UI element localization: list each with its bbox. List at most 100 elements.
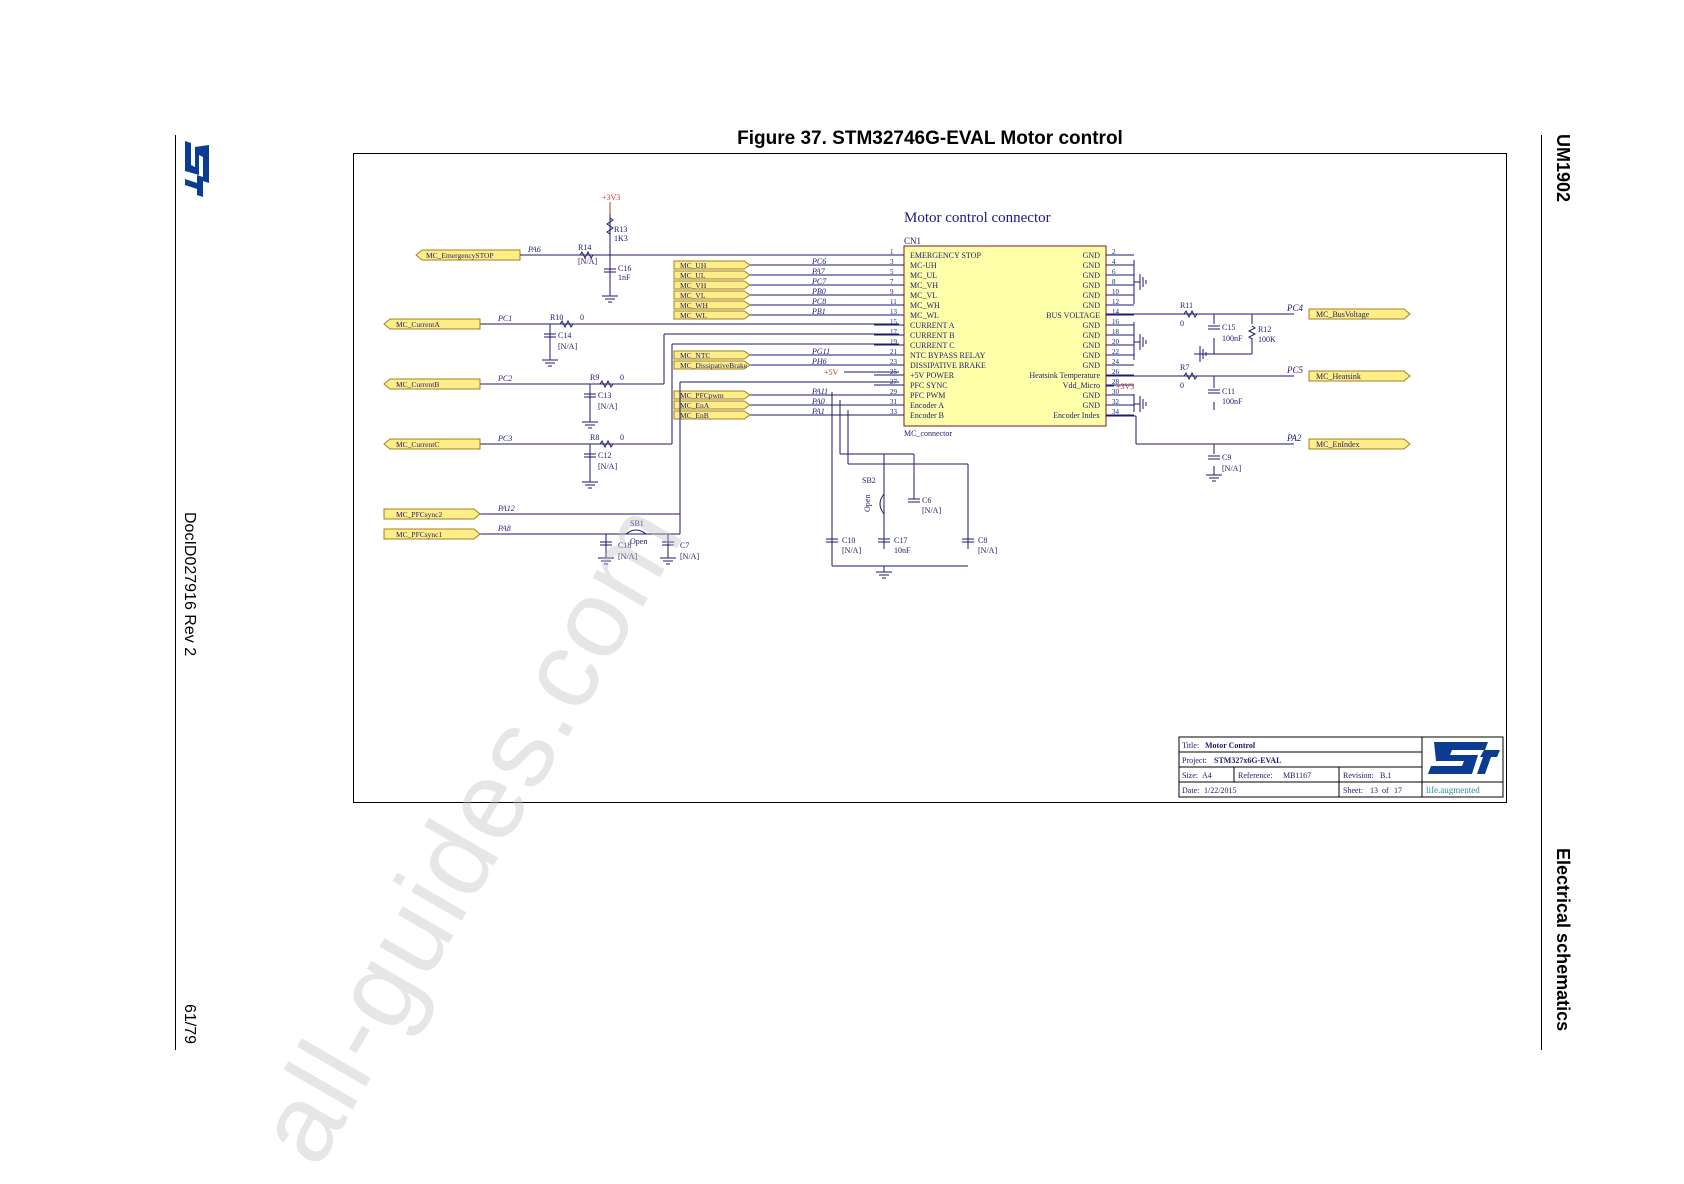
gnd-icon <box>1205 468 1223 482</box>
net-flag <box>383 318 481 330</box>
svg-text:17: 17 <box>1394 786 1402 795</box>
net-flag <box>673 410 751 420</box>
port-label: PB1 <box>811 307 826 316</box>
pin-name: GND <box>1083 271 1101 280</box>
net-flag <box>383 508 481 520</box>
pin-name: GND <box>1083 391 1101 400</box>
svg-text:Title:: Title: <box>1182 741 1199 750</box>
net-flag <box>673 400 751 410</box>
svg-text:MC_BusVoltage: MC_BusVoltage <box>1316 310 1370 319</box>
port-label: PC7 <box>811 277 827 286</box>
pin-number: 5 <box>890 268 894 276</box>
pin-name: GND <box>1083 351 1101 360</box>
right-ports: PC4 PC5 PA2 <box>1286 303 1304 443</box>
pin-number: 23 <box>890 358 898 366</box>
svg-text:1K3: 1K3 <box>614 234 628 243</box>
connector-ref: CN1 <box>904 236 921 246</box>
pin-name: DISSIPATIVE BRAKE <box>910 361 986 370</box>
pin-name: GND <box>1083 361 1101 370</box>
svg-text:1nF: 1nF <box>618 273 631 282</box>
st-titleblock-logo-icon <box>1428 742 1500 774</box>
svg-text:[N/A]: [N/A] <box>578 257 597 266</box>
pin-name: GND <box>1083 341 1101 350</box>
port-label: PA0 <box>811 397 825 406</box>
net-flag <box>673 300 751 310</box>
net-flag <box>383 528 481 540</box>
left-extra-flags: MC_CurrentAPC1MC_CurrentBPC2MC_CurrentCP… <box>383 314 515 540</box>
pin-number: 33 <box>890 408 898 416</box>
svg-text:MB1167: MB1167 <box>1283 771 1311 780</box>
pin-name: MC-UH <box>910 261 937 270</box>
net-flag <box>383 378 481 390</box>
pin-name: GND <box>1083 401 1101 410</box>
svg-text:[N/A]: [N/A] <box>618 552 637 561</box>
st-logo-icon <box>185 141 209 197</box>
pin-name: Encoder A <box>910 401 944 410</box>
svg-text:Date:: Date: <box>1182 786 1199 795</box>
gnd-icon <box>597 551 615 565</box>
pin-name: MC_WL <box>910 311 939 320</box>
vcc-label: +3V3 <box>602 193 620 202</box>
pin-number: 16 <box>1112 318 1120 326</box>
connector-left-pins: EMERGENCY STOP1MC-UH3MC_UL5MC_VH7MC_VL9M… <box>874 248 986 420</box>
svg-text:A4: A4 <box>1202 771 1212 780</box>
svg-text:Project:: Project: <box>1182 756 1207 765</box>
svg-text:0: 0 <box>620 373 624 382</box>
svg-text:C13: C13 <box>598 391 611 400</box>
svg-text:C10: C10 <box>842 536 855 545</box>
svg-text:[N/A]: [N/A] <box>842 546 861 555</box>
svg-text:R13: R13 <box>614 225 627 234</box>
svg-text:0: 0 <box>580 313 584 322</box>
gnd-icon <box>601 289 619 303</box>
connector-footer: MC_connector <box>904 429 952 438</box>
svg-text:Reference:: Reference: <box>1238 771 1273 780</box>
svg-text:B.1: B.1 <box>1380 771 1391 780</box>
net-flag-label: MC_WH <box>680 301 709 310</box>
pin-number: 9 <box>890 288 894 296</box>
net-flag-label: MC_PFCsync2 <box>396 510 443 519</box>
net-flag-label: MC_CurrentB <box>396 380 439 389</box>
svg-text:R12: R12 <box>1258 325 1271 334</box>
svg-text:100nF: 100nF <box>1222 397 1243 406</box>
svg-text:[N/A]: [N/A] <box>922 506 941 515</box>
vcc-5v-label: +5V <box>824 368 839 377</box>
gnd-icon <box>875 565 893 579</box>
net-flag-label: MC_EnA <box>680 401 710 410</box>
page-number: 61/79 <box>181 1004 198 1045</box>
pin-name: BUS VOLTAGE <box>1046 311 1100 320</box>
pin-number: 10 <box>1112 288 1120 296</box>
svg-text:C18: C18 <box>618 541 631 550</box>
net-flag-label: MC_EnB <box>680 411 709 420</box>
gnd-icon <box>581 415 599 429</box>
pin-name: MC_WH <box>910 301 940 310</box>
pin-number: 11 <box>890 298 897 306</box>
right-net-flags: MC_BusVoltage MC_Heatsink MC_EnIndex <box>1308 308 1411 450</box>
left-component-labels: R13 1K3 R14 [N/A] C16 1nF R10 0 C14 [N/A… <box>550 225 997 561</box>
title-block: Title: Motor Control Project: STM327x6G-… <box>1178 736 1504 798</box>
pin-name: PFC PWM <box>910 391 945 400</box>
svg-text:[N/A]: [N/A] <box>1222 464 1241 473</box>
net-flag-label: MC_VL <box>680 291 706 300</box>
left-margin-rule <box>175 135 176 1050</box>
pin-name: Vdd_Micro <box>1063 381 1100 390</box>
pin-name: +5V POWER <box>910 371 955 380</box>
pin-number: 3 <box>890 258 894 266</box>
pin-name: GND <box>1083 261 1101 270</box>
section-title: Electrical schematics <box>1553 848 1573 1032</box>
doc-id: UM1902 <box>1553 134 1573 203</box>
pin-name: GND <box>1083 331 1101 340</box>
net-flag-label: MC_CurrentC <box>396 440 439 449</box>
pin-name: GND <box>1083 291 1101 300</box>
net-flag <box>673 310 751 320</box>
pin-name: Encoder B <box>910 411 944 420</box>
schematic-frame: Motor control connector CN1 MC_connector… <box>353 153 1507 803</box>
connector-body <box>903 245 1107 427</box>
vdd-label: +3V3 <box>1116 382 1134 391</box>
net-flag <box>673 280 751 290</box>
net-flag-label: MC_NTC <box>680 351 710 360</box>
right-margin-rule <box>1541 135 1542 1050</box>
svg-text:100nF: 100nF <box>1222 334 1243 343</box>
pin-number: 8 <box>1112 278 1116 286</box>
